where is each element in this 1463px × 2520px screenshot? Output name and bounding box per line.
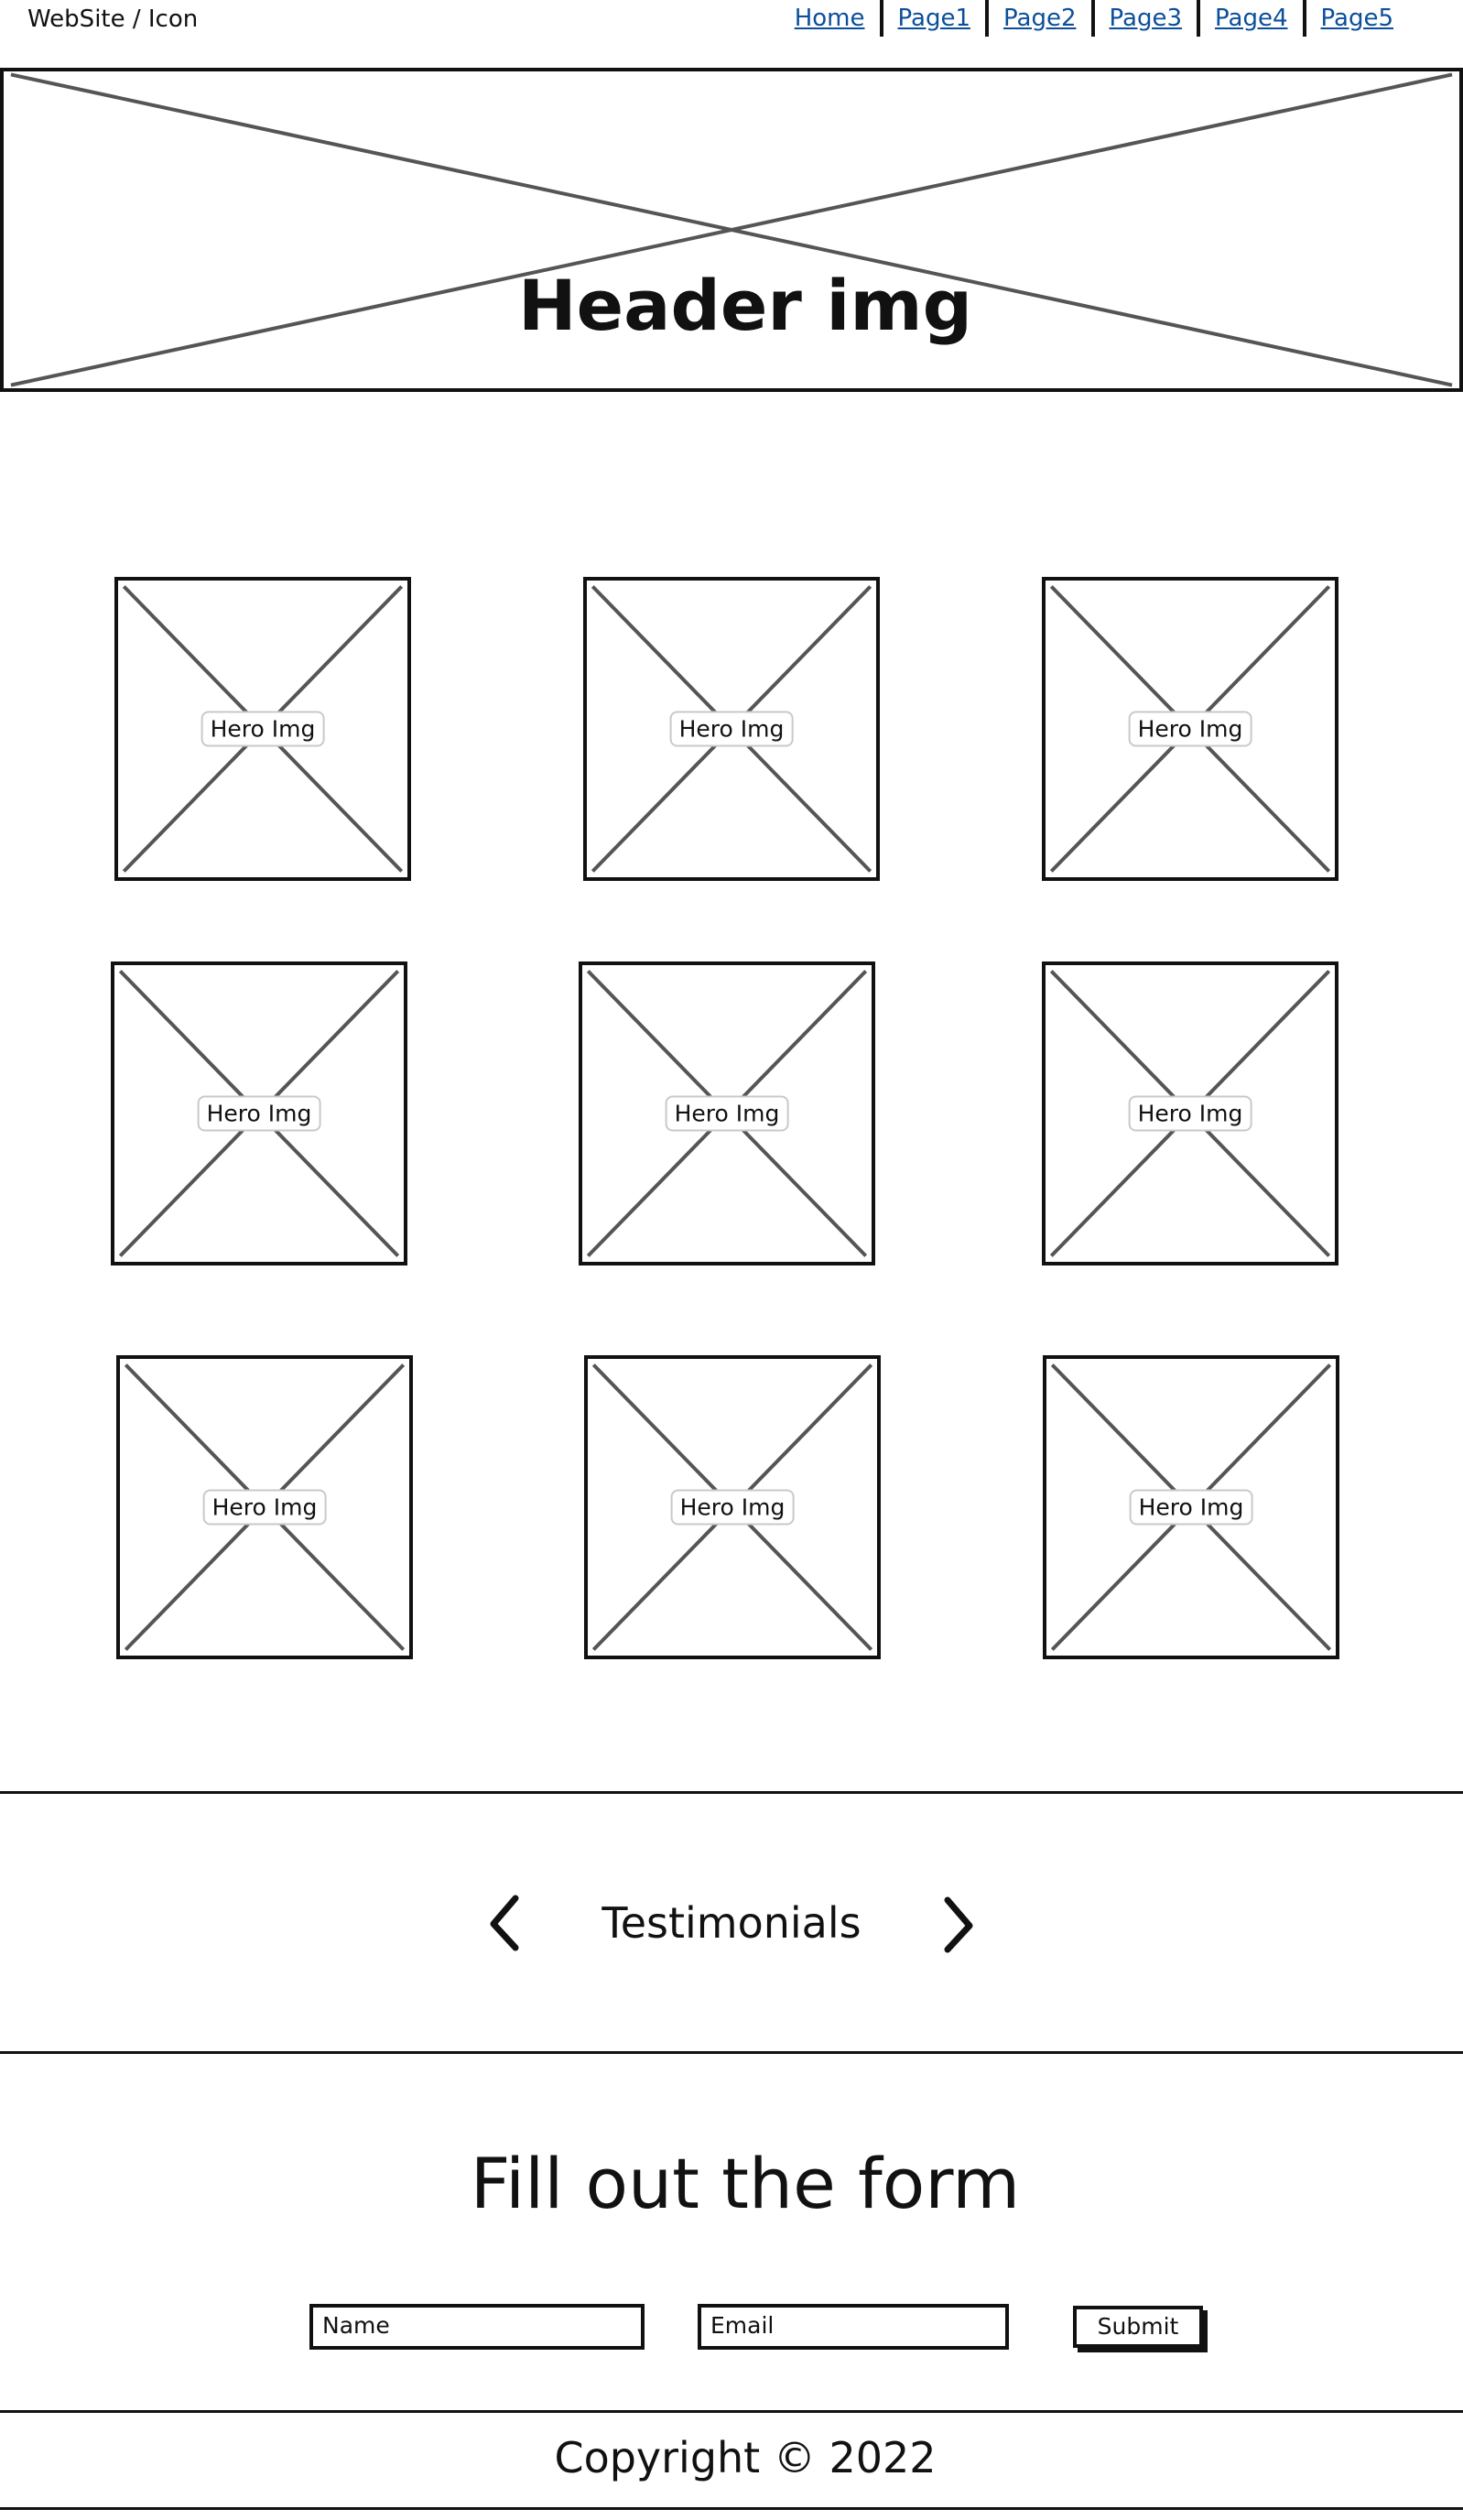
nav-link-page3[interactable]: Page3 [1109,5,1183,32]
hero-image-label: Hero Img [200,711,325,747]
email-field[interactable]: Email [698,2304,1009,2350]
header-image-label: Header img [518,265,972,346]
nav-link-page1[interactable]: Page1 [897,5,971,32]
hero-image-placeholder[interactable]: Hero Img [584,1355,881,1659]
hero-image-placeholder[interactable]: Hero Img [579,961,875,1265]
chevron-right-icon[interactable] [935,1891,981,1955]
hero-image-label: Hero Img [670,1489,795,1526]
testimonials-label: Testimonials [601,1898,862,1948]
nav-separator [1302,0,1306,37]
nav-link-page5[interactable]: Page5 [1320,5,1394,32]
nav-link-home[interactable]: Home [794,5,865,32]
placeholder-cross-icon [4,71,1459,388]
nav-separator [1090,0,1095,37]
email-field-placeholder: Email [710,2312,775,2339]
chevron-left-icon[interactable] [482,1891,528,1955]
header-image-placeholder: Header img [0,68,1463,392]
section-divider [0,1791,1463,1794]
name-field-placeholder: Name [322,2312,390,2339]
nav-separator [985,0,989,37]
hero-image-label: Hero Img [665,1095,789,1132]
nav-separator [1197,0,1200,37]
section-divider [0,2051,1463,2054]
hero-image-label: Hero Img [1128,1095,1252,1132]
section-divider [0,2507,1463,2510]
nav-link-page2[interactable]: Page2 [1003,5,1077,32]
hero-image-placeholder[interactable]: Hero Img [111,961,407,1265]
hero-image-label: Hero Img [202,1489,327,1526]
hero-image-placeholder[interactable]: Hero Img [1043,1355,1339,1659]
nav-link-page4[interactable]: Page4 [1215,5,1288,32]
hero-image-placeholder[interactable]: Hero Img [583,577,880,881]
hero-image-placeholder[interactable]: Hero Img [1042,961,1338,1265]
hero-image-label: Hero Img [197,1095,321,1132]
site-title[interactable]: WebSite / Icon [27,5,199,33]
testimonials-carousel: Testimonials [0,1886,1463,1960]
form-title: Fill out the form [470,2143,1021,2224]
hero-image-label: Hero Img [1128,711,1252,747]
copyright-text: Copyright © 2022 [554,2433,937,2482]
hero-image-placeholder[interactable]: Hero Img [116,1355,413,1659]
hero-image-placeholder[interactable]: Hero Img [1042,577,1338,881]
section-divider [0,2410,1463,2413]
main-nav: Home Page1 Page2 Page3 Page4 Page5 [780,0,1408,37]
hero-image-label: Hero Img [1129,1489,1253,1526]
nav-separator [879,0,883,37]
submit-button[interactable]: Submit [1073,2306,1203,2348]
hero-image-label: Hero Img [669,711,794,747]
hero-image-placeholder[interactable]: Hero Img [114,577,411,881]
name-field[interactable]: Name [309,2304,645,2350]
